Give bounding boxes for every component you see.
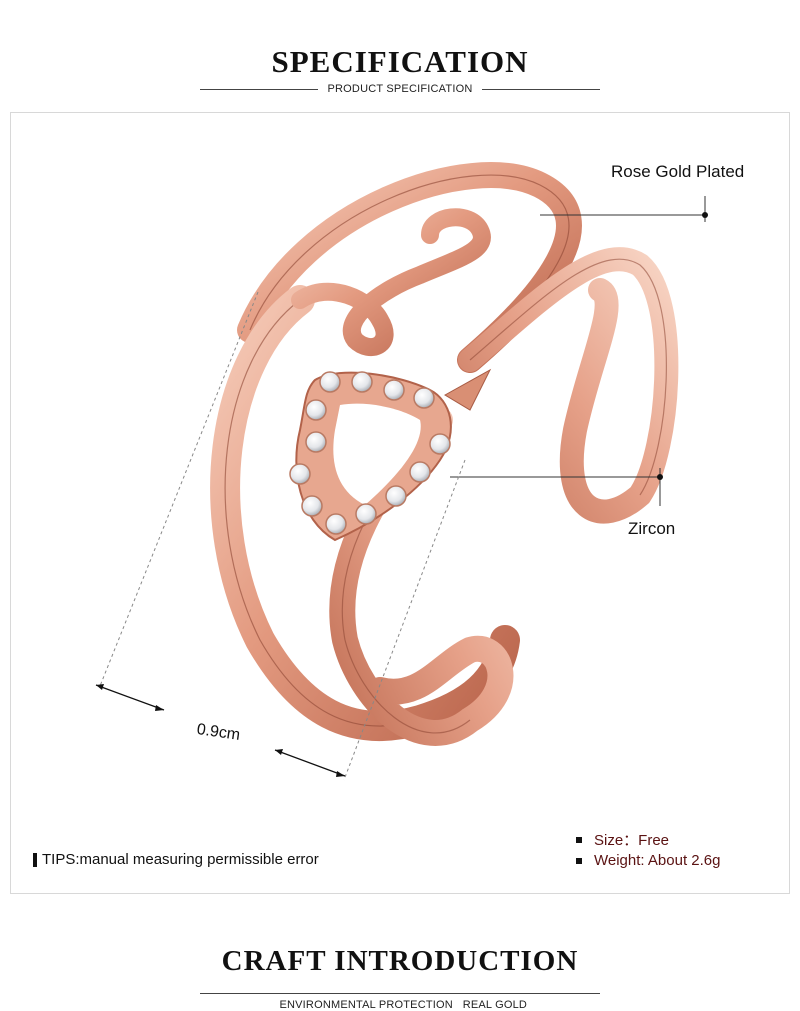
tips-bar-icon (33, 852, 37, 867)
craft-title: CRAFT INTRODUCTION (221, 945, 579, 977)
ring-right-loop (458, 247, 679, 524)
specification-subtitle-wrap: PRODUCT SPECIFICATION (0, 83, 800, 95)
tips-note: TIPS:manual measuring permissible error (33, 851, 319, 868)
ring-swirl (291, 208, 491, 356)
specification-title: SPECIFICATION (271, 44, 529, 79)
rose-gold-callout-line (540, 196, 708, 222)
craft-subtitle: ENVIRONMENTAL PROTECTION REAL GOLD (269, 999, 538, 1011)
ring-back-band (237, 162, 582, 373)
material-label: Rose Gold Plated (611, 162, 745, 181)
zircon-label: Zircon (628, 519, 676, 538)
bullet-square-icon (576, 836, 582, 843)
zircon-heart (289, 368, 492, 542)
spec-size-text: Size：Free (594, 832, 670, 849)
zircon-stones (289, 371, 451, 535)
width-measurement (95, 291, 466, 781)
tips-text: TIPS:manual measuring permissible error (42, 851, 319, 868)
spec-size: Size：Free (576, 829, 669, 850)
specification-subtitle: PRODUCT SPECIFICATION (317, 83, 483, 95)
bullet-square-icon (576, 857, 582, 864)
zircon-callout-line (450, 468, 663, 506)
spec-weight: Weight: About 2.6g (576, 852, 720, 869)
ring-left-band (210, 285, 520, 742)
craft-divider (200, 993, 600, 994)
spec-weight-text: Weight: About 2.6g (594, 852, 721, 869)
product-frame (10, 112, 790, 894)
craft-subtitle-wrap: ENVIRONMENTAL PROTECTION REAL GOLD (0, 987, 800, 1011)
